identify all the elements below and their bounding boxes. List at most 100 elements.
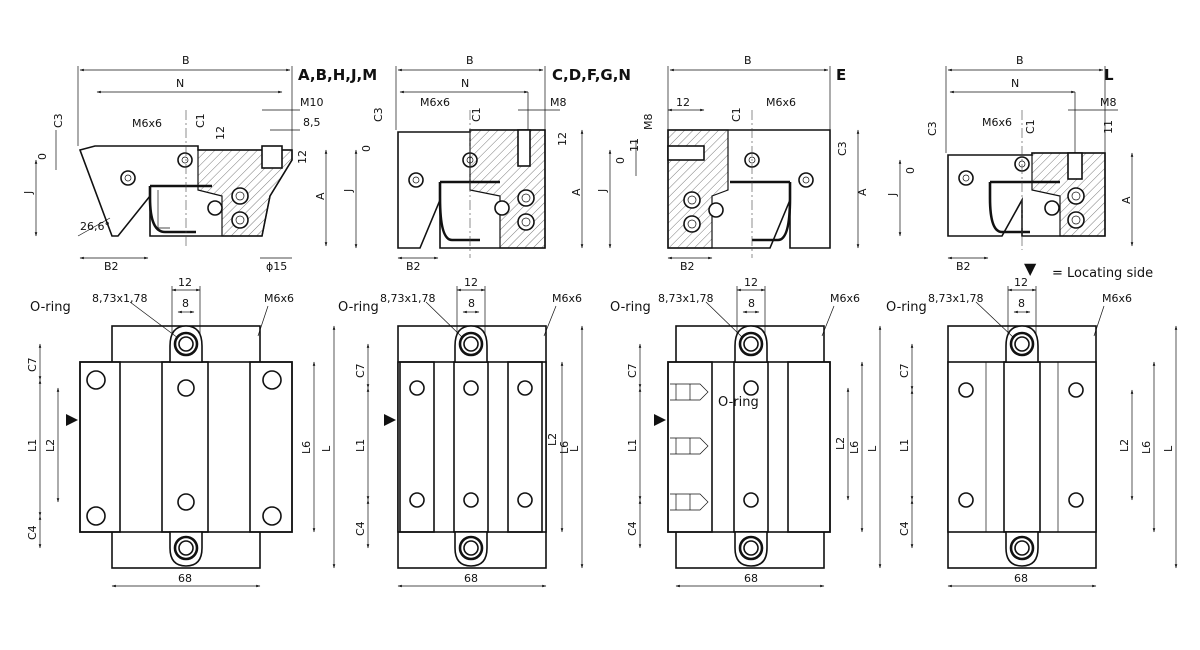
plan-2-M6x6: M6x6 (552, 292, 582, 305)
plan-2-dim-L1: L1 (354, 439, 367, 452)
view-1-dim-A: A (314, 192, 327, 200)
view-2-block-outline (397, 129, 546, 249)
plan-3-dim-8: 8 (748, 297, 755, 310)
plan-4-dim-L: L (1162, 445, 1175, 452)
view-2-dim-12: 12 (556, 132, 569, 146)
plan-3-oring2-label: O-ring (718, 395, 759, 410)
plan-1-dim-L2: L2 (44, 439, 57, 452)
view-1-dimensions (34, 66, 328, 260)
view-2-dim-C3: C3 (372, 107, 385, 122)
plan-3-dim-C7: C7 (626, 363, 639, 378)
view-2-dim-C1: C1 (470, 107, 483, 122)
plan-4-dim-68: 68 (1014, 572, 1028, 585)
view-4-thread-M8: M8 (1100, 96, 1117, 109)
plan-1-dim-L6: L6 (300, 441, 313, 454)
view-4-dim-N: N (1011, 77, 1019, 90)
locating-side-symbol: ▼ (1024, 259, 1037, 278)
view-1-thread-M10: M10 (300, 96, 324, 109)
plan-2-dim-8: 8 (468, 297, 475, 310)
plan-1-dim-68: 68 (178, 572, 192, 585)
view-2-dim-B2: B2 (406, 260, 421, 273)
view-4-section: L B N M8 M6x6 C3 C1 11 0 J A B2 (886, 54, 1134, 273)
plan-1-M6x6: M6x6 (264, 292, 294, 305)
legend: ▼ = Locating side (1024, 259, 1153, 281)
view-1-dim-C1: C1 (194, 113, 207, 128)
view-3-dim-B2: B2 (680, 260, 695, 273)
plan-4-dim-8: 8 (1018, 297, 1025, 310)
view-3-variant-label: E (836, 66, 846, 84)
plan-1-dim-C4: C4 (26, 525, 39, 540)
view-2-dimensions (354, 66, 584, 260)
view-3-thread-M8: M8 (642, 114, 655, 131)
view-2-section: C,D,F,G,N B N M6x6 M8 C3 C1 0 12 J A B2 (342, 54, 631, 273)
view-2-dim-A: A (570, 188, 583, 196)
view-4-dim-0: 0 (904, 167, 917, 174)
view-4-dimensions (898, 66, 1134, 260)
view-3-section: E B 12 M6x6 M8 11 C1 0 C3 J A B2 (596, 54, 869, 273)
plan-1-dim-L1: L1 (26, 439, 39, 452)
plan-1: O-ring 8,73x1,78 12 8 M6x6 C7 L1 L2 C4 L… (26, 276, 336, 588)
plan-3-oring-label: O-ring (610, 300, 651, 315)
view-3-dim-0: 0 (614, 157, 627, 164)
view-1-dim-J: J (22, 191, 35, 195)
plan-4-dim-C7: C7 (898, 363, 911, 378)
plan-3-M6x6: M6x6 (830, 292, 860, 305)
view-4-dim-B2: B2 (956, 260, 971, 273)
view-1-dim-0: 0 (36, 153, 49, 160)
plan-4-oring-label: O-ring (886, 300, 927, 315)
plan-1-dim-L: L (320, 445, 333, 452)
view-4-block-outline (947, 152, 1106, 237)
plan-3-dim-12: 12 (744, 276, 758, 289)
plan-2: O-ring 8,73x1,78 12 8 M6x6 C7 L1 C4 L2 L… (338, 276, 584, 588)
view-3-dimensions (608, 66, 860, 260)
view-3-dim-11: 11 (628, 138, 641, 152)
plan-4-dim-L2: L2 (1118, 439, 1131, 452)
plan-2-dim-L6: L6 (558, 441, 571, 454)
view-4-dim-11: 11 (1102, 120, 1115, 134)
view-3-dim-12: 12 (676, 96, 690, 109)
view-2-dim-J: J (342, 189, 355, 193)
plan-1-oring-label: O-ring (30, 300, 71, 315)
plan-2-dim-L2: L2 (546, 433, 559, 446)
view-3-dim-J: J (596, 189, 609, 193)
view-4-dim-C1: C1 (1024, 119, 1037, 134)
plan-2-oring-label: O-ring (338, 300, 379, 315)
view-4-dim-B: B (1016, 54, 1024, 67)
plan-4-dim-12: 12 (1014, 276, 1028, 289)
plan-4-dim-L1: L1 (898, 439, 911, 452)
plan-2-dim-C7: C7 (354, 363, 367, 378)
plan-3-dim-L2: L2 (834, 437, 847, 450)
view-4-dim-J: J (886, 193, 899, 197)
view-1-section: A,B,H,J,M B N M10 8,5 C3 C1 12 12 0 J A … (22, 54, 377, 273)
view-1-dim-B2: B2 (104, 260, 119, 273)
view-2-dim-0: 0 (360, 145, 373, 152)
view-4-variant-label: L (1104, 66, 1114, 84)
plan-1-oring-size: 8,73x1,78 (92, 292, 148, 305)
view-3-block-outline (667, 129, 831, 249)
plan-3: O-ring 8,73x1,78 12 8 M6x6 O-ring C7 L1 … (610, 276, 882, 588)
view-4-M6x6: M6x6 (982, 116, 1012, 129)
plan-4-dim-C4: C4 (898, 521, 911, 536)
view-1-dim-12a: 12 (214, 126, 227, 140)
plan-3-dim-C4: C4 (626, 521, 639, 536)
plan-2-dim-C4: C4 (354, 521, 367, 536)
view-3-M6x6: M6x6 (766, 96, 796, 109)
view-1-dim-8-5: 8,5 (303, 116, 321, 129)
plan-1-dim-12: 12 (178, 276, 192, 289)
view-2-dim-N: N (461, 77, 469, 90)
plan-3-dim-L: L (866, 445, 879, 452)
plan-3-dim-L1: L1 (626, 439, 639, 452)
plan-3-dim-68: 68 (744, 572, 758, 585)
view-3-dim-C3: C3 (836, 141, 849, 156)
view-2-variant-label: C,D,F,G,N (552, 66, 631, 84)
view-1-dim-C3: C3 (52, 113, 65, 128)
view-1-variant-label: A,B,H,J,M (298, 66, 377, 84)
view-4-dim-C3: C3 (926, 121, 939, 136)
plan-2-oring-size: 8,73x1,78 (380, 292, 436, 305)
plan-2-dim-L: L (568, 445, 581, 452)
locating-side-text: = Locating side (1052, 266, 1153, 281)
plan-3-dim-L6: L6 (848, 441, 861, 454)
view-1-dim-N: N (176, 77, 184, 90)
view-2-thread-M8: M8 (550, 96, 567, 109)
